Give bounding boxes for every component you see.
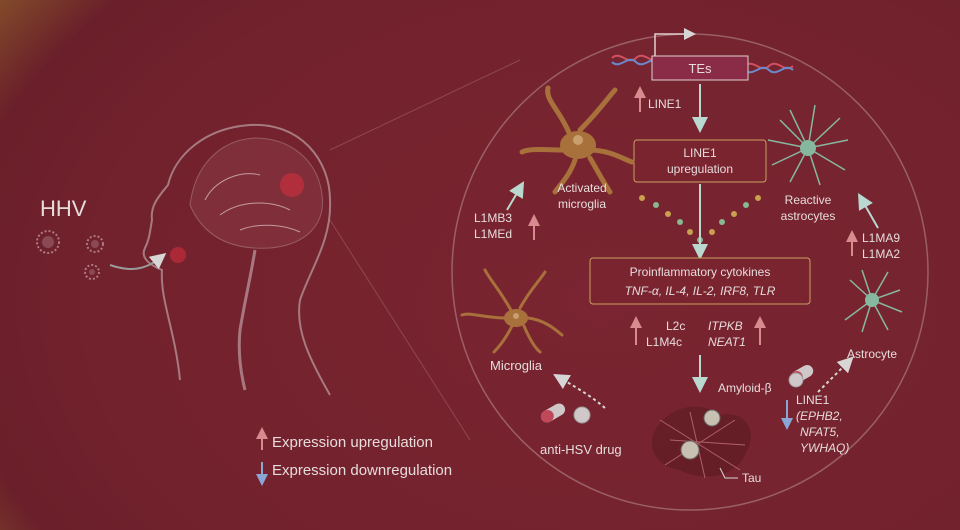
nose-infection-spot bbox=[170, 247, 186, 263]
legend: Expression upregulation Expression downr… bbox=[256, 427, 452, 486]
line1-top-label: LINE1 bbox=[648, 97, 682, 111]
anti-hsv-drug-label: anti-HSV drug bbox=[540, 442, 622, 457]
microglia-activation-arrow bbox=[506, 181, 525, 211]
legend-down-label: Expression downregulation bbox=[272, 462, 452, 479]
line1-down-label: LINE1 bbox=[796, 393, 830, 407]
amyloid-tau-plaque-icon bbox=[651, 406, 751, 479]
l1ma9-label: L1MA9 bbox=[862, 231, 900, 245]
l1med-label: L1MEd bbox=[474, 227, 512, 241]
pill-capsule-icon bbox=[540, 403, 591, 424]
pill-capsule-icon-2 bbox=[788, 365, 814, 388]
brain-icon bbox=[189, 137, 323, 249]
l2c-label: L2c bbox=[666, 319, 685, 333]
tau-label: Tau bbox=[742, 471, 761, 485]
reactive-astrocytes-label-2: astrocytes bbox=[781, 209, 836, 223]
cytokines-title: Proinflammatory cytokines bbox=[630, 265, 771, 279]
l1m4c-label: L1M4c bbox=[646, 335, 682, 349]
reactive-astrocyte-icon bbox=[767, 104, 849, 186]
amyloid-label: Amyloid-β bbox=[718, 381, 772, 395]
itpkb-label: ITPKB bbox=[708, 319, 743, 333]
transcription-start-arrow bbox=[654, 28, 696, 56]
hhv-label: HHV bbox=[40, 196, 87, 221]
neat1-label: NEAT1 bbox=[708, 335, 746, 349]
tes-box bbox=[651, 55, 749, 81]
line1-box-line1: LINE1 bbox=[683, 146, 717, 160]
astrocyte-icon bbox=[844, 269, 903, 333]
legend-up-label: Expression upregulation bbox=[272, 434, 433, 451]
brain-infection-spot bbox=[280, 173, 304, 197]
l1ma2-label: L1MA2 bbox=[862, 247, 900, 261]
ywhaq-label: YWHAQ) bbox=[800, 441, 849, 455]
human-head-illustration bbox=[142, 59, 521, 441]
activated-microglia-label-2: microglia bbox=[558, 197, 606, 211]
cytokines-list: TNF-α, IL-4, IL-2, IRF8, TLR bbox=[625, 284, 776, 298]
tes-label: TEs bbox=[688, 61, 712, 76]
microglia-label: Microglia bbox=[490, 358, 543, 373]
line1-box-line2: upregulation bbox=[667, 162, 733, 176]
cytokines-box bbox=[589, 257, 811, 305]
drug-arrow-astrocyte bbox=[817, 356, 854, 393]
activated-microglia-icon bbox=[519, 85, 635, 195]
cytokine-dots bbox=[639, 195, 761, 243]
nfat5-label: NFAT5, bbox=[800, 425, 840, 439]
virus-icon bbox=[36, 230, 104, 280]
drug-arrow-microglia bbox=[553, 373, 606, 409]
reactive-astrocytes-label-1: Reactive bbox=[785, 193, 832, 207]
l1mb3-label: L1MB3 bbox=[474, 211, 512, 225]
infection-arrow bbox=[109, 253, 167, 271]
astrocyte-label: Astrocyte bbox=[847, 347, 897, 361]
ephb2-label: (EPHB2, bbox=[796, 409, 843, 423]
astrocyte-activation-arrow bbox=[858, 193, 879, 229]
activated-microglia-label-1: Activated bbox=[557, 181, 606, 195]
microglia-icon bbox=[460, 268, 564, 354]
